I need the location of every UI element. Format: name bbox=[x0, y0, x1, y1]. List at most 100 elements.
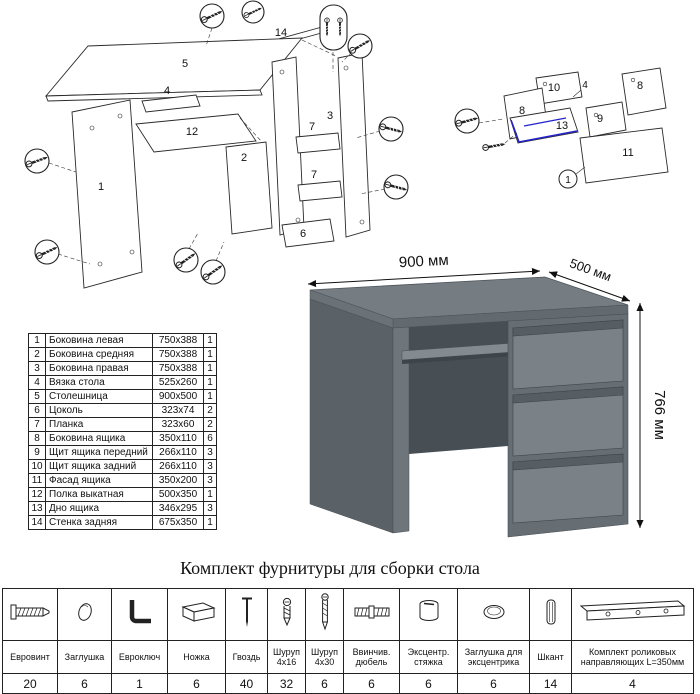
part-qty: 3 bbox=[203, 501, 217, 516]
part-name: Дно ящика bbox=[45, 501, 153, 516]
part-qty: 1 bbox=[203, 375, 217, 390]
part-name: Боковина левая bbox=[45, 333, 153, 348]
hardware-qty: 32 bbox=[267, 673, 306, 694]
part-size: 323x60 bbox=[152, 417, 204, 432]
hex-key-icon bbox=[129, 600, 151, 624]
label-part-8b: 8 bbox=[637, 80, 643, 92]
hardware-qty: 1 bbox=[111, 673, 168, 694]
hardware-qty: 6 bbox=[305, 673, 344, 694]
part-number: 4 bbox=[28, 375, 46, 390]
part-number: 14 bbox=[28, 515, 46, 530]
drawer-bottom-highlight-2 bbox=[523, 117, 567, 127]
dimension-height-label: 766 мм bbox=[651, 390, 668, 440]
part-name: Боковина правая bbox=[45, 361, 153, 376]
part-size: 900x500 bbox=[152, 389, 204, 404]
part-size: 750x388 bbox=[152, 361, 204, 376]
hardware-qty: 6 bbox=[57, 673, 112, 694]
part-name: Фасад ящика bbox=[45, 473, 153, 488]
part-number: 13 bbox=[28, 501, 46, 516]
part-qty: 1 bbox=[203, 515, 217, 530]
part-qty: 3 bbox=[203, 445, 217, 460]
part-number: 5 bbox=[28, 389, 46, 404]
hardware-qty: 40 bbox=[225, 673, 268, 694]
part-size: 750x388 bbox=[152, 347, 204, 362]
label-part-7b: 7 bbox=[311, 169, 317, 181]
label-part-1: 1 bbox=[98, 181, 104, 193]
label-part-11: 11 bbox=[622, 147, 633, 159]
hardware-qty: 6 bbox=[399, 673, 458, 694]
part-size: 266x110 bbox=[152, 445, 204, 460]
hardware-name: Заглушка для эксцентрика bbox=[457, 640, 530, 674]
label-part-14: 14 bbox=[275, 27, 287, 39]
hardware-name: Заглушка bbox=[57, 640, 112, 674]
hardware-qty: 6 bbox=[457, 673, 530, 694]
part-name: Столешница bbox=[45, 389, 153, 404]
part-number: 12 bbox=[28, 487, 46, 502]
part-name: Стенка задняя bbox=[45, 515, 153, 530]
label-part-1r: 1 bbox=[565, 175, 571, 186]
part-number: 10 bbox=[28, 459, 46, 474]
part-name: Щит ящика передний bbox=[45, 445, 153, 460]
hardware-name: Евровинт bbox=[2, 640, 58, 674]
desk-render bbox=[309, 276, 629, 538]
part-name: Полка выкатная bbox=[45, 487, 153, 502]
part-number: 9 bbox=[28, 445, 46, 460]
part-qty: 1 bbox=[203, 361, 217, 376]
part-size: 350x110 bbox=[152, 431, 204, 446]
part-size: 500x350 bbox=[152, 487, 204, 502]
part-number: 1 bbox=[28, 333, 46, 348]
drive-in-dowel-icon bbox=[354, 605, 389, 619]
label-part-6: 6 bbox=[300, 228, 306, 240]
label-part-4r: 4 bbox=[582, 80, 588, 91]
label-part-3: 3 bbox=[327, 110, 333, 122]
part-name: Боковина средняя bbox=[45, 347, 153, 362]
desk-dimensions bbox=[307, 267, 644, 528]
label-part-9: 9 bbox=[597, 113, 603, 125]
part-name: Вязка стола bbox=[45, 375, 153, 390]
part-size: 675x350 bbox=[152, 515, 204, 530]
part-number: 7 bbox=[28, 417, 46, 432]
hardware-name: Ввинчив. дюбель bbox=[343, 640, 400, 674]
nail-icon bbox=[241, 597, 252, 627]
wood-dowel-icon bbox=[546, 599, 555, 625]
foot-icon bbox=[180, 602, 216, 622]
part-number: 8 bbox=[28, 431, 46, 446]
hardware-table: Евровинт Заглушка Евроключ Ножка Гвоздь … bbox=[2, 588, 694, 694]
cap-icon bbox=[77, 603, 92, 621]
label-part-10: 10 bbox=[548, 82, 560, 94]
part-qty: 2 bbox=[203, 417, 217, 432]
cam-cap-icon bbox=[483, 605, 504, 619]
part-size: 346x295 bbox=[152, 501, 204, 516]
part-number: 2 bbox=[28, 347, 46, 362]
hardware-name: Комплект роликовых направляющих L=350мм bbox=[571, 640, 694, 674]
euroscrew-icon bbox=[10, 604, 50, 620]
hardware-name: Шкант bbox=[529, 640, 572, 674]
part-size: 525x260 bbox=[152, 375, 204, 390]
hardware-qty: 14 bbox=[529, 673, 572, 694]
screw-short-icon bbox=[282, 597, 291, 627]
part-name: Цоколь bbox=[45, 403, 153, 418]
hardware-name: Эксцентр. стяжка bbox=[399, 640, 458, 674]
label-part-12: 12 bbox=[186, 126, 198, 138]
dimension-width-label: 900 мм bbox=[398, 252, 449, 272]
fastener-callouts-drawer bbox=[454, 108, 578, 189]
hardware-qty: 6 bbox=[167, 673, 226, 694]
part-labels-left: 14 5 4 12 2 1 3 7 7 6 bbox=[98, 27, 333, 240]
part-size: 323x74 bbox=[152, 403, 204, 418]
label-part-7a: 7 bbox=[309, 121, 315, 133]
screw-long-icon bbox=[320, 593, 329, 631]
part-qty: 3 bbox=[203, 459, 217, 474]
